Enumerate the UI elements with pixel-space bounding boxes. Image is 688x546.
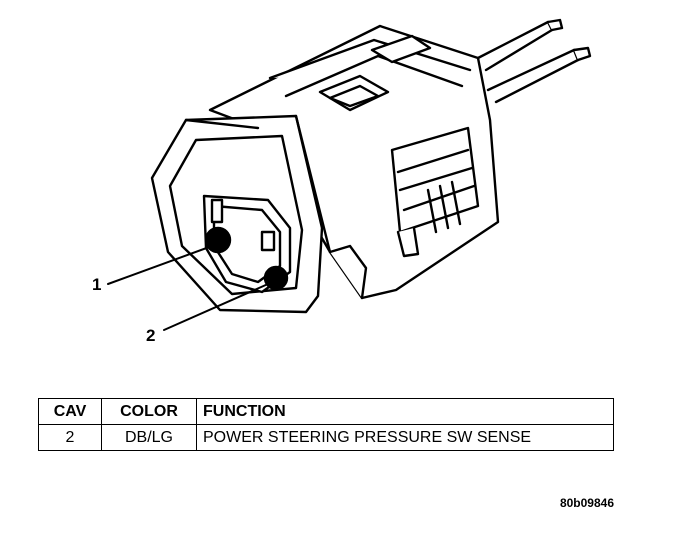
table-row: 2 DB/LG POWER STEERING PRESSURE SW SENSE — [38, 424, 614, 451]
connector-diagram — [107, 18, 592, 331]
wire-lower — [486, 46, 592, 104]
pin-1-marker — [204, 226, 232, 254]
pin-table-header: CAV COLOR FUNCTION — [38, 398, 614, 425]
header-color: COLOR — [101, 398, 197, 425]
pin-2-marker — [263, 265, 289, 291]
figure-id: 80b09846 — [559, 496, 614, 510]
cell-cav: 2 — [38, 424, 102, 451]
wire-upper — [476, 18, 564, 72]
header-function: FUNCTION — [196, 398, 614, 425]
callout-pin-1: 1 — [92, 275, 102, 294]
connector-housing — [208, 24, 500, 300]
leader-line-2 — [163, 283, 269, 331]
callout-pin-2: 2 — [146, 326, 156, 345]
cell-function: POWER STEERING PRESSURE SW SENSE — [196, 424, 614, 451]
cell-color: DB/LG — [101, 424, 197, 451]
header-cav: CAV — [38, 398, 102, 425]
pin-table: CAV COLOR FUNCTION 2 DB/LG POWER STEERIN… — [38, 398, 614, 451]
leader-line-1 — [107, 245, 213, 285]
